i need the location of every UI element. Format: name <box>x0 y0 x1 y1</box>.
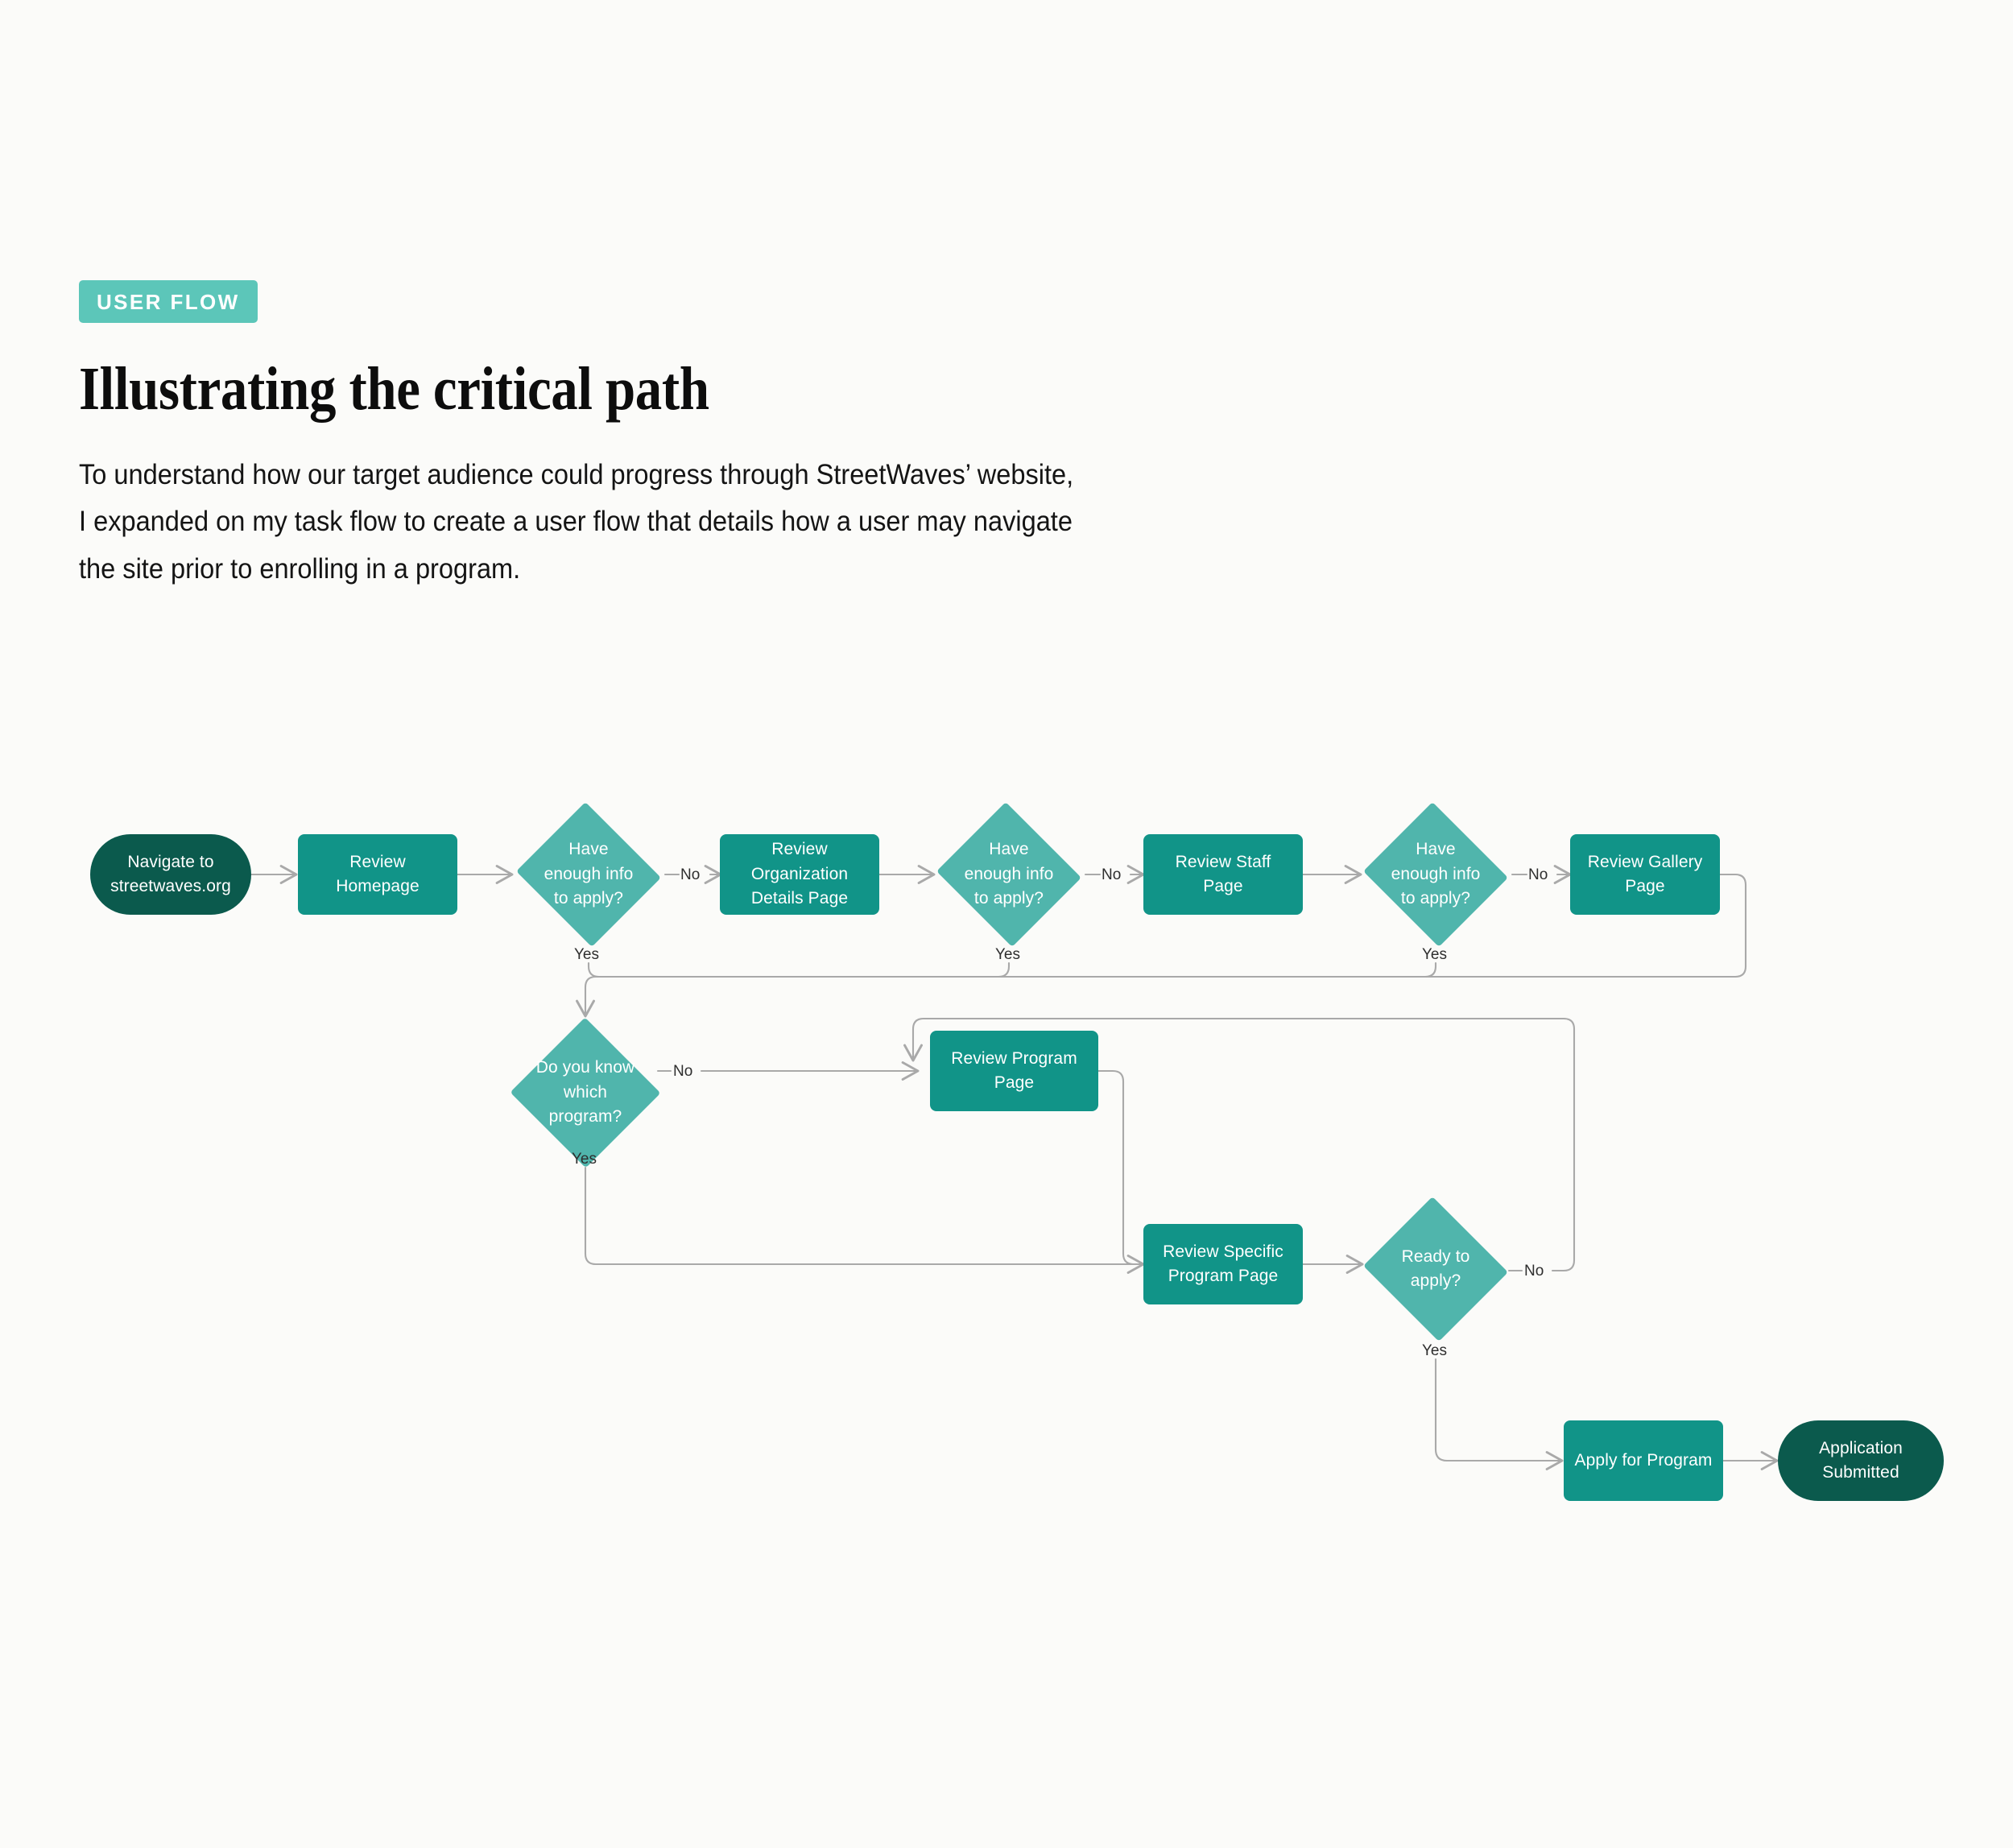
edge-label-no-3: No <box>1528 866 1548 883</box>
user-flow-badge: USER FLOW <box>79 280 258 323</box>
node-review-staff-page[interactable]: Review Staff Page <box>1143 834 1303 915</box>
page-description: To understand how our target audience co… <box>79 458 1074 585</box>
node-review-organization-details-page[interactable]: Review Organization Details Page <box>720 834 879 915</box>
edge-dec2-yes-corner <box>997 961 1011 978</box>
node-label: Review Program Page <box>951 1048 1077 1092</box>
edge-dec1-yes-corner <box>587 961 601 978</box>
node-label: Ready to apply? <box>1401 1246 1470 1290</box>
edge-label-no-2: No <box>1102 866 1122 883</box>
node-label: Review Homepage <box>336 852 420 895</box>
node-label: Application Submitted <box>1819 1438 1903 1482</box>
node-decision-have-enough-info-2[interactable]: Have enough info to apply? <box>933 802 1085 947</box>
node-review-specific-program-page[interactable]: Review Specific Program Page <box>1143 1224 1303 1304</box>
node-label: Apply for Program <box>1574 1450 1713 1470</box>
edge-bus-to-dec4 <box>576 975 597 1018</box>
node-decision-do-you-know-which-program[interactable]: Do you know which program? <box>510 1017 661 1168</box>
node-review-program-page[interactable]: Review Program Page <box>930 1031 1098 1111</box>
node-label: Review Gallery Page <box>1587 852 1703 895</box>
node-label: Review Organization Details Page <box>750 840 849 908</box>
edge-label-no-4: No <box>673 1063 693 1080</box>
page-title: Illustrating the critical path <box>79 355 709 423</box>
node-review-homepage[interactable]: Review Homepage <box>298 834 457 915</box>
page-header: USER FLOW Illustrating the critical path… <box>79 280 1206 593</box>
node-review-gallery-page[interactable]: Review Gallery Page <box>1570 834 1720 915</box>
edge-dec5-yes-to-apply <box>1434 1358 1564 1470</box>
node-application-submitted[interactable]: Application Submitted <box>1778 1420 1944 1501</box>
edge-label-no-5: No <box>1524 1263 1544 1280</box>
node-navigate-to-streetwaves[interactable]: Navigate to streetwaves.org <box>90 834 251 915</box>
node-label: Have enough info to apply? <box>544 840 634 908</box>
edge-label-yes-5: Yes <box>1422 1342 1447 1359</box>
edge-label-yes-4: Yes <box>572 1151 597 1168</box>
edge-label-yes-1: Yes <box>574 946 599 963</box>
node-label: Have enough info to apply? <box>1391 840 1481 908</box>
edge-label-yes-2: Yes <box>995 946 1020 963</box>
edge-dec4-yes-to-specific <box>584 1166 1145 1274</box>
node-label: Have enough info to apply? <box>964 840 1054 908</box>
edge-label-yes-3: Yes <box>1422 946 1447 963</box>
node-decision-have-enough-info-1[interactable]: Have enough info to apply? <box>513 802 664 947</box>
node-label: Review Staff Page <box>1175 852 1271 895</box>
edge-program-to-specific <box>1097 1069 1135 1266</box>
node-decision-ready-to-apply[interactable]: Ready to apply? <box>1360 1197 1511 1342</box>
node-label: Review Specific Program Page <box>1163 1242 1283 1285</box>
edge-label-no-1: No <box>680 866 701 883</box>
edge-dec3-yes-corner <box>1424 961 1437 978</box>
node-label: Navigate to streetwaves.org <box>110 852 231 895</box>
node-decision-have-enough-info-3[interactable]: Have enough info to apply? <box>1360 802 1511 947</box>
node-label: Do you know which program? <box>535 1058 635 1127</box>
node-apply-for-program[interactable]: Apply for Program <box>1564 1420 1723 1501</box>
